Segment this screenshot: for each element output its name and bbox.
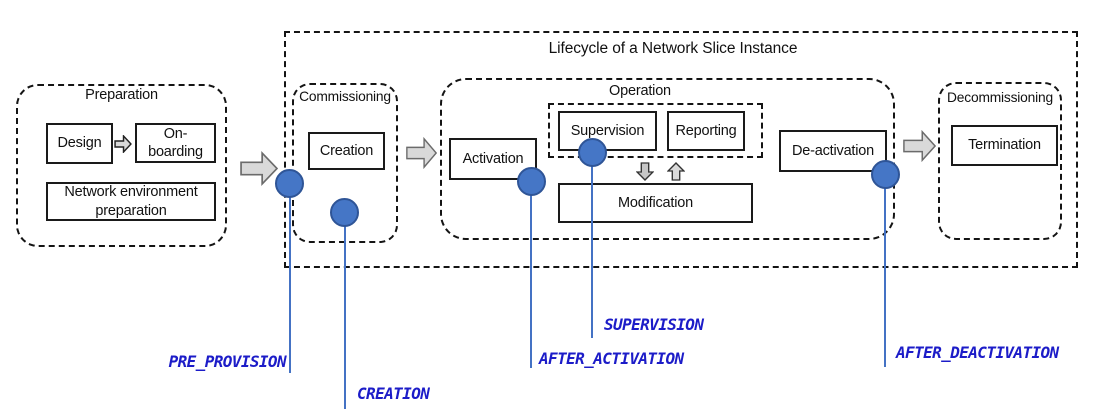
decommissioning-phase-box [938,82,1062,240]
activation-box: Activation [449,138,537,180]
connector-line-after-activation [530,193,532,368]
flow-arrow-icon [240,150,278,187]
deactivation-box: De-activation [779,130,887,172]
modification-box: Modification [558,183,753,223]
event-dot-after-activation [517,167,546,196]
supervision-box: Supervision [558,111,657,151]
onboarding-box: On- boarding [135,123,216,163]
event-label-after-activation: AFTER_ACTIVATION [539,349,684,368]
commissioning-title: Commissioning [299,89,391,104]
connector-line-pre-provision [289,195,291,373]
connector-line-after-deactivation [884,186,886,367]
preparation-title: Preparation [85,87,158,103]
right-arrow-icon [114,135,132,153]
design-box: Design [46,123,113,164]
connector-line-supervision [591,164,593,338]
flow-arrow-icon [406,136,437,170]
event-label-creation: CREATION [357,384,430,403]
supervision-reporting-group-box [548,103,763,158]
connector-line-creation [344,224,346,409]
event-label-after-deactivation: AFTER_DEACTIVATION [896,343,1059,362]
event-dot-pre-provision [275,169,304,198]
event-dot-supervision [578,138,607,167]
network-environment-preparation-box: Network environment preparation [46,182,216,221]
down-arrow-icon [636,162,654,181]
event-dot-after-deactivation [871,160,900,189]
up-arrow-icon [667,162,685,181]
lifecycle-container-box [284,31,1078,268]
creation-box: Creation [308,132,385,170]
termination-box: Termination [951,125,1058,166]
lifecycle-title: Lifecycle of a Network Slice Instance [548,40,798,57]
event-dot-creation [330,198,359,227]
preparation-phase-box [16,84,227,247]
event-label-pre-provision: PRE_PROVISION [168,352,287,371]
decommissioning-title: Decommissioning [947,90,1053,105]
flow-arrow-icon [903,129,936,163]
operation-title: Operation [609,83,671,99]
reporting-box: Reporting [667,111,745,151]
event-label-supervision: SUPERVISION [604,315,704,334]
operation-phase-box [440,78,895,240]
